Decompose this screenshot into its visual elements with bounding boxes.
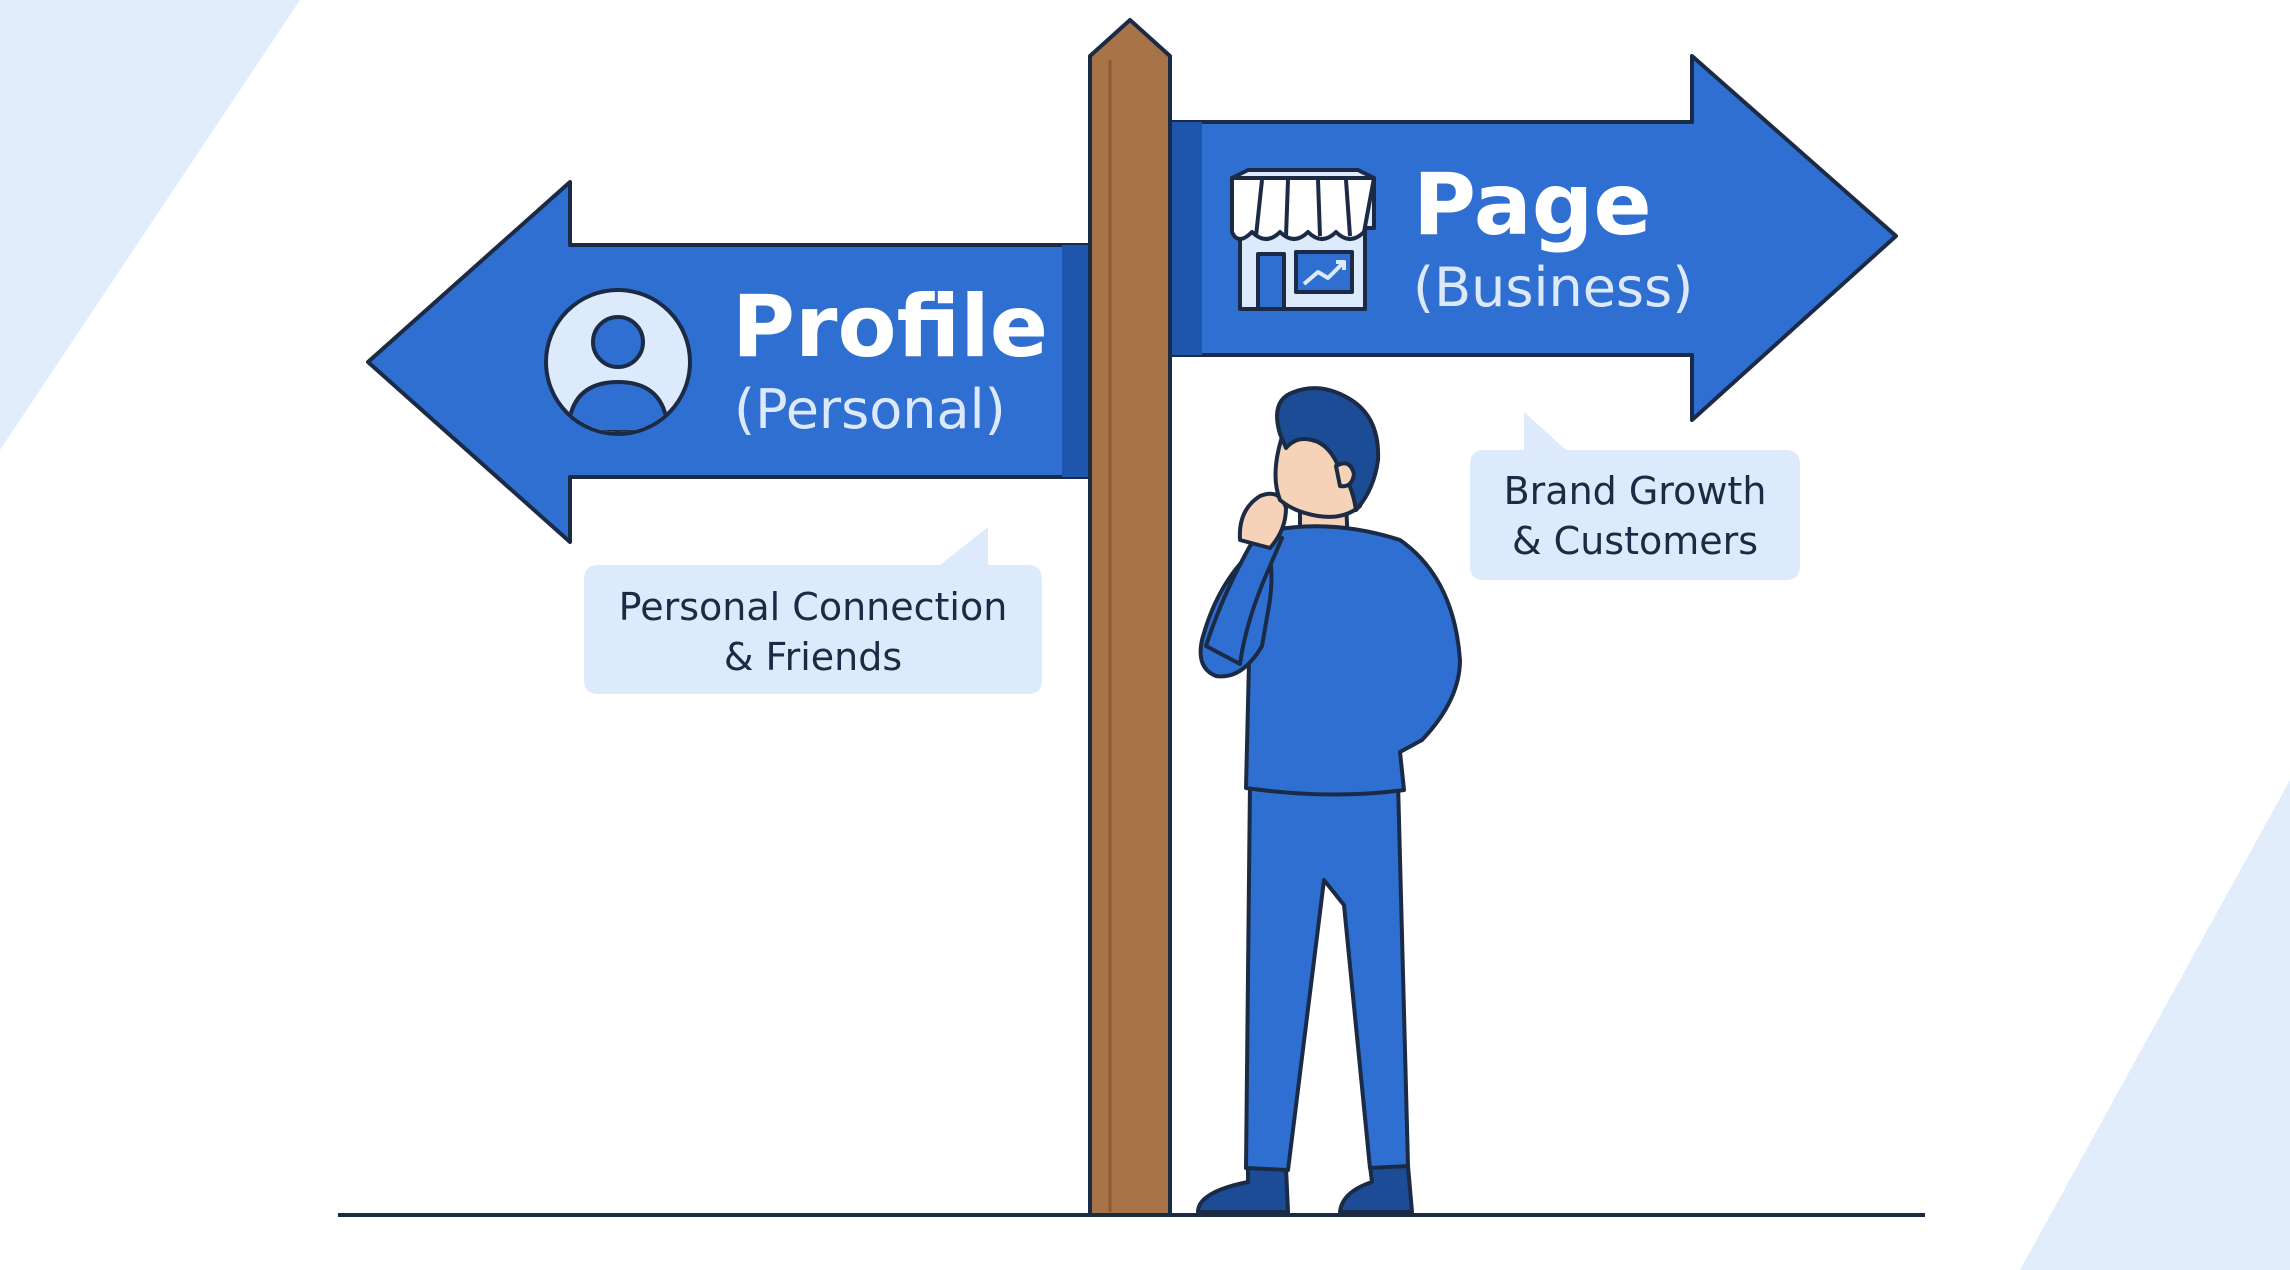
right-sign-arrow: [1170, 54, 1898, 422]
left-sign-title: Profile: [732, 277, 1048, 377]
torso: [1244, 524, 1462, 797]
left-shoe: [1196, 1166, 1290, 1214]
right-sign-subtitle: (Business): [1413, 256, 1693, 319]
right-sign: Page (Business): [1170, 54, 1898, 422]
signpost-post: [1088, 18, 1172, 1217]
left-bubble-line-2: & Friends: [724, 635, 902, 679]
left-sign: Profile (Personal): [366, 180, 1094, 544]
left-sign-shadow: [1062, 245, 1092, 477]
right-speech-bubble: Brand Growth & Customers: [1470, 412, 1800, 580]
user-avatar-icon: [544, 288, 692, 436]
ear: [1334, 461, 1356, 489]
right-bubble-line-2: & Customers: [1512, 519, 1758, 563]
right-bubble-line-1: Brand Growth: [1504, 469, 1767, 513]
thinking-person: [1196, 386, 1462, 1214]
left-bubble-line-1: Personal Connection: [619, 585, 1008, 629]
left-speech-bubble: Personal Connection & Friends: [584, 527, 1042, 694]
background-stripe-bottom-right: [2020, 780, 2290, 1270]
right-shoe: [1338, 1164, 1414, 1214]
right-sign-shadow: [1172, 122, 1202, 355]
pants: [1244, 780, 1410, 1172]
forearm: [1204, 528, 1284, 666]
storefront-icon: [1230, 168, 1376, 311]
background-stripe-top-left: [0, 0, 300, 450]
right-sign-title: Page: [1413, 155, 1652, 255]
left-sign-subtitle: (Personal): [734, 378, 1006, 441]
left-sign-arrow: [366, 180, 1094, 544]
